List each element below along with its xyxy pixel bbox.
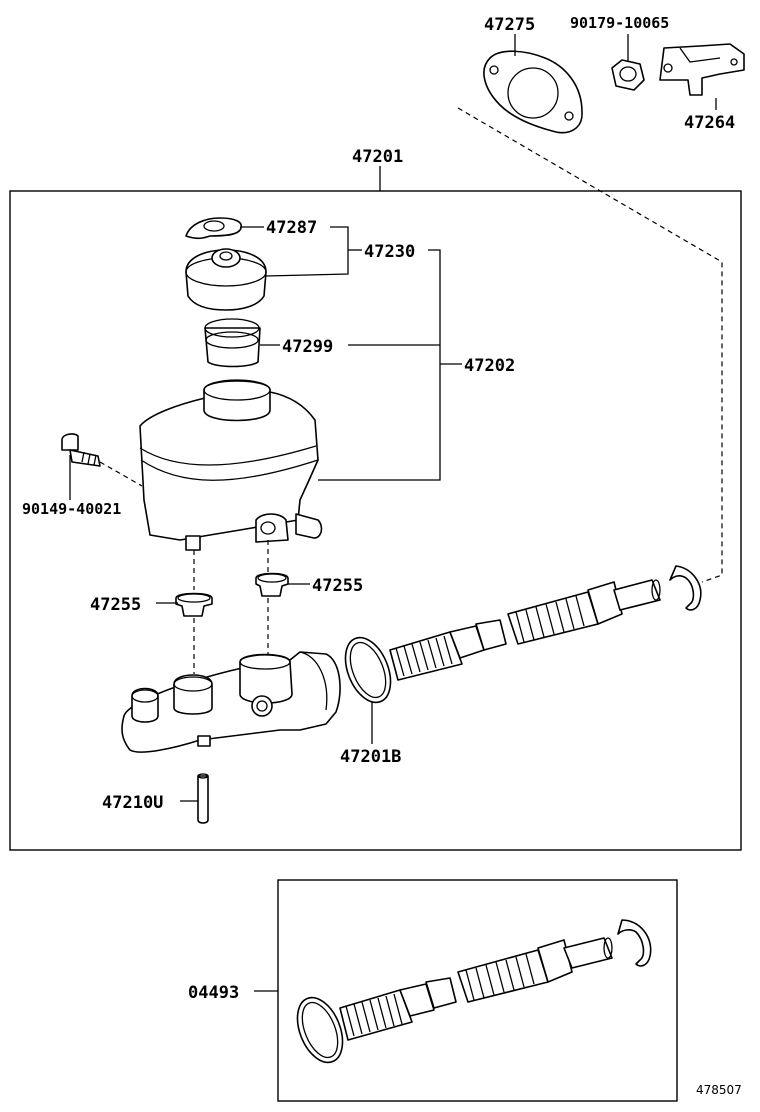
figure-number: 478507 [696, 1083, 742, 1097]
pin-47210u [197, 773, 209, 824]
cap-filter-47287 [185, 217, 242, 240]
bracket-47264 [659, 43, 745, 96]
label-47230: 47230 [364, 242, 415, 262]
label-04493: 04493 [188, 983, 239, 1003]
screw-90149-40021 [61, 433, 101, 467]
snap-ring-main [669, 565, 702, 611]
reservoir-47202 [139, 379, 323, 551]
nut-90179-10065 [611, 59, 645, 91]
assembly-47201-frame [9, 190, 742, 851]
reservoir-cap-47230 [185, 248, 267, 311]
label-47255-right: 47255 [312, 576, 363, 596]
label-47202: 47202 [464, 356, 515, 376]
piston-assembly-kit [339, 937, 613, 1041]
label-47264: 47264 [684, 113, 735, 133]
o-ring-kit [296, 996, 344, 1064]
label-90149-40021: 90149-40021 [22, 500, 121, 518]
label-47210u: 47210U [102, 793, 163, 813]
label-47201: 47201 [352, 147, 403, 167]
cylinder-body [121, 651, 341, 753]
label-47275: 47275 [484, 15, 535, 35]
o-ring-47201b [344, 636, 392, 704]
label-47287: 47287 [266, 218, 317, 238]
grommet-47255-left [175, 592, 213, 617]
strainer-47299 [204, 318, 261, 368]
snap-ring-kit [617, 919, 652, 967]
label-90179-10065: 90179-10065 [570, 14, 669, 32]
label-47299: 47299 [282, 337, 333, 357]
grommet-47255-right [255, 572, 289, 597]
label-47255-left: 47255 [90, 595, 141, 615]
label-47201b: 47201B [340, 747, 401, 767]
piston-assembly-main [389, 579, 661, 681]
gasket-47275 [483, 50, 583, 134]
